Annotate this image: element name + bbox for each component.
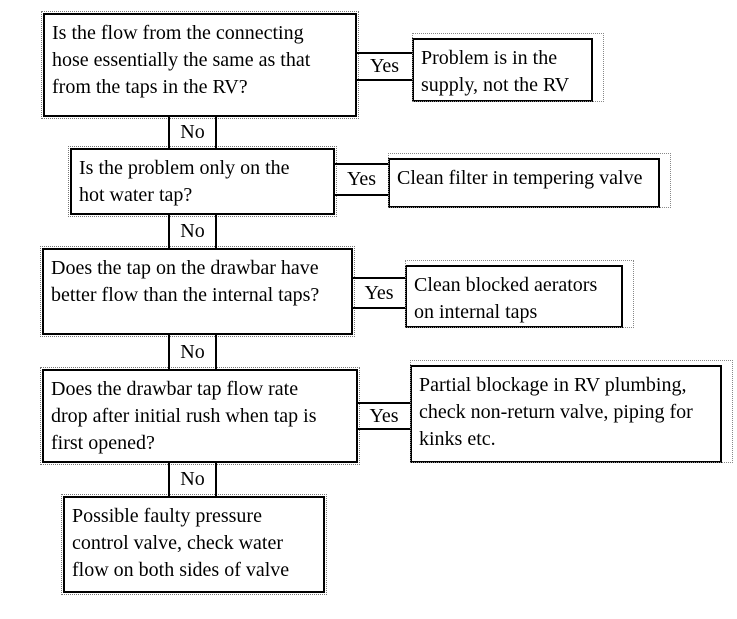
connector-q1-no: No [168, 117, 217, 148]
answer-box-partial-blockage: Partial blockage in RV plumbing, check n… [410, 360, 733, 463]
yes-label: Yes [369, 404, 399, 427]
question-box-drawbar-better-flow: Does the tap on the drawbar have better … [40, 246, 355, 337]
connector-q2-yes: Yes [335, 163, 388, 196]
question-box-flow-same: Is the flow from the connecting hose ess… [41, 11, 359, 119]
yes-label: Yes [364, 281, 394, 304]
answer-box-clean-filter: Clean filter in tempering valve [388, 153, 671, 208]
question-box-flow-rate-drop: Does the drawbar tap flow rate drop afte… [40, 367, 360, 465]
question-box-hot-water-tap: Is the problem only on the hot water tap… [68, 146, 337, 217]
connector-q3-no: No [168, 335, 217, 369]
yes-label: Yes [369, 55, 400, 77]
no-label: No [180, 340, 205, 363]
answer-box-problem-in-supply: Problem is in the supply, not the RV [412, 33, 604, 102]
no-label: No [180, 121, 205, 143]
connector-q3-yes: Yes [353, 277, 405, 309]
connector-q4-yes: Yes [358, 402, 410, 430]
terminal-box-pressure-control-valve: Possible faulty pressure control valve, … [61, 494, 327, 595]
connector-q2-no: No [168, 215, 217, 248]
yes-label: Yes [346, 168, 377, 190]
no-label: No [180, 220, 205, 242]
no-label: No [180, 468, 205, 490]
answer-box-clean-aerators: Clean blocked aerators on internal taps [405, 260, 634, 328]
connector-q4-no: No [168, 463, 217, 496]
connector-q1-yes: Yes [357, 52, 412, 81]
